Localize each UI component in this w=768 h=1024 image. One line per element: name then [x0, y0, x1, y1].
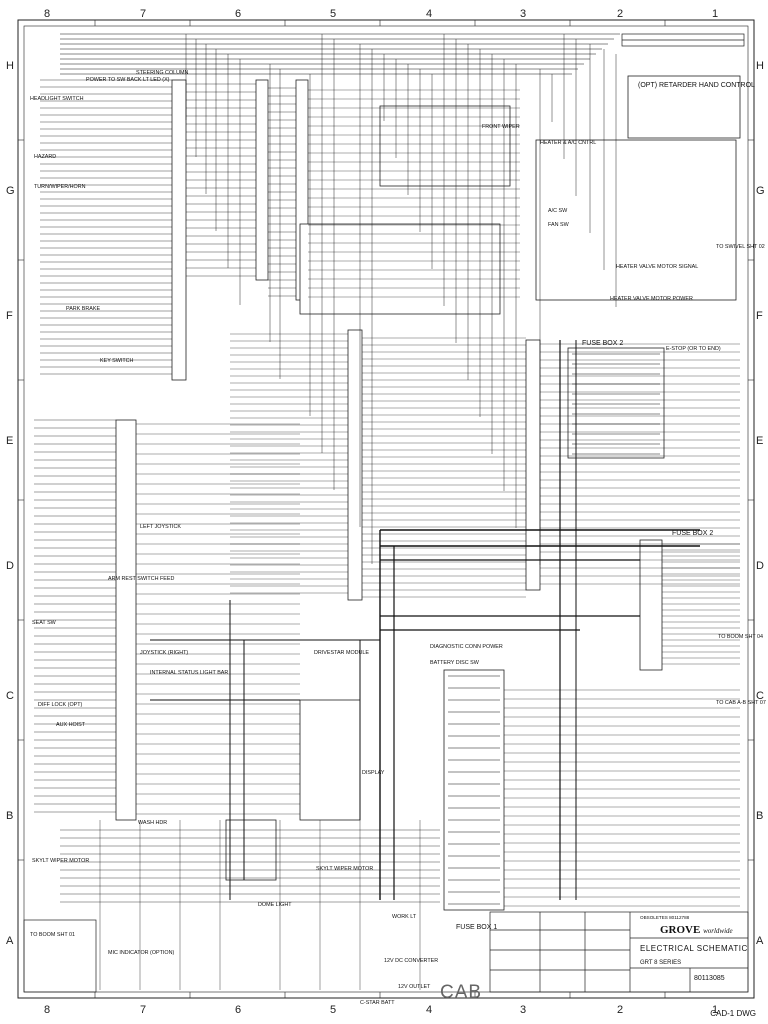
zone-col-8: 8: [44, 8, 51, 20]
label-diff-lock: DIFF LOCK (OPT): [38, 702, 83, 708]
zone-col-4-bottom: 4: [426, 1004, 433, 1016]
label-heater-valve-power: HEATER VALVE MOTOR POWER: [610, 296, 693, 302]
label-display: DISPLAY: [362, 770, 385, 776]
zone-ticks: [18, 20, 754, 998]
zone-row-f: F: [6, 310, 13, 322]
connector-strips: [115, 75, 741, 911]
label-fuse-box-2-upper: FUSE BOX 2: [582, 340, 624, 347]
label-fuse-box-2-lower: FUSE BOX 2: [672, 530, 714, 537]
zone-row-g: G: [6, 185, 15, 197]
cab-area-mark: CAB: [440, 982, 483, 1003]
zone-row-h-right: H: [756, 60, 764, 72]
label-steering-column: STEERING COLUMN: [136, 70, 189, 76]
drawing-frame: [17, 19, 755, 999]
label-left-joystick: LEFT JOYSTICK: [140, 524, 181, 530]
drawing-subtitle: GRT 8 SERIES: [640, 960, 682, 966]
label-power-backlight: POWER TO SW BACK LT LED (X): [86, 77, 170, 83]
label-diagnostic-conn: DIAGNOSTIC CONN POWER: [430, 644, 503, 650]
label-joystick-right: JOYSTICK (RIGHT): [140, 650, 189, 656]
label-mic-indicator: MIC INDICATOR (OPTION): [108, 950, 175, 956]
zone-row-d-right: D: [756, 560, 764, 572]
label-12v-outlet: 12V OUTLET: [398, 984, 431, 990]
zone-col-3-bottom: 3: [520, 1004, 527, 1016]
zone-row-c: C: [6, 690, 14, 702]
zone-row-g-right: G: [756, 185, 765, 197]
label-headlight-switch: HEADLIGHT SWITCH: [30, 96, 84, 102]
title-block: [23, 33, 749, 993]
wiring-lines: [34, 33, 740, 990]
zone-row-e-right: E: [756, 435, 764, 447]
label-ac-switch: A/C SW: [548, 208, 568, 214]
zone-col-5: 5: [330, 8, 337, 20]
zone-col-4: 4: [426, 8, 433, 20]
label-rear-wiper-motor: SKYLT WIPER MOTOR: [32, 858, 90, 864]
label-estop: E-STOP (OR TO END): [666, 346, 721, 352]
zone-row-c-right: C: [756, 690, 764, 702]
label-wash-hdr: WASH HDR: [138, 820, 168, 826]
label-aux-hoist: AUX HOIST: [56, 722, 86, 728]
label-to-cab-ab: TO CAB A-B SHT 07: [716, 700, 766, 706]
label-internal-light-bar: INTERNAL STATUS LIGHT BAR: [150, 670, 229, 676]
zone-row-b: B: [6, 810, 14, 822]
label-park-brake: PARK BRAKE: [66, 306, 101, 312]
zone-col-2: 2: [617, 8, 624, 20]
zone-col-6: 6: [235, 8, 242, 20]
zone-row-a: A: [6, 935, 14, 947]
label-skylight-wiper-motor: SKYLT WIPER MOTOR: [316, 866, 374, 872]
label-work-light: WORK LT: [392, 914, 417, 920]
label-hazard: HAZARD: [34, 154, 57, 160]
label-heater-valve-signal: HEATER VALVE MOTOR SIGNAL: [616, 264, 699, 270]
zone-col-6-bottom: 6: [235, 1004, 242, 1016]
label-to-boom-sht01: TO BOOM SHT 01: [30, 932, 76, 938]
zone-col-3: 3: [520, 8, 527, 20]
drawing-title: ELECTRICAL SCHEMATIC: [640, 944, 748, 953]
zone-row-h: H: [6, 60, 14, 72]
zone-col-7-bottom: 7: [140, 1004, 147, 1016]
label-retarder-hand-control: (OPT) RETARDER HAND CONTROL: [638, 82, 755, 89]
zone-col-5-bottom: 5: [330, 1004, 337, 1016]
zone-row-d: D: [6, 560, 14, 572]
label-to-swivel: TO SWIVEL SHT 02: [716, 244, 765, 250]
obsoletes-note: OBSOLETES 80112788: [640, 915, 690, 920]
zone-col-2-bottom: 2: [617, 1004, 624, 1016]
zone-col-8-bottom: 8: [44, 1004, 51, 1016]
label-fan-switch: FAN SW: [548, 222, 569, 228]
zone-row-e: E: [6, 435, 14, 447]
label-seat-switch: SEAT SW: [32, 620, 56, 626]
label-to-boom: TO BOOM SHT 04: [718, 634, 764, 640]
company-logo: GROVE worldwide: [660, 924, 733, 936]
label-12v-converter: 12V DC CONVERTER: [384, 958, 439, 964]
zone-col-1-bottom: 1: [712, 1004, 719, 1016]
label-fuse-box-1: FUSE BOX 1: [456, 924, 498, 931]
label-key-switch: KEY SWITCH: [100, 358, 134, 364]
label-armrest-switch: ARM REST SWITCH FEED: [108, 576, 175, 582]
zone-row-f-right: F: [756, 310, 763, 322]
sheet-reference: CAD-1 DWG: [710, 1009, 756, 1018]
label-battery-disc: BATTERY DISC SW: [430, 660, 479, 666]
label-turn-wiper-horn: TURN/WIPER/HORN: [34, 184, 86, 190]
zone-row-b-right: B: [756, 810, 764, 822]
label-front-wiper: FRONT WIPER: [482, 124, 520, 130]
label-heater-ac-control: HEATER & A/C CNTRL: [540, 140, 597, 146]
label-cstar-batt: C-STAR BATT: [360, 1000, 395, 1006]
zone-col-1: 1: [712, 8, 719, 20]
label-drivestar-module: DRIVESTAR MODULE: [314, 650, 370, 656]
zone-row-a-right: A: [756, 935, 764, 947]
drawing-number: 80113085: [694, 975, 725, 982]
zone-col-7: 7: [140, 8, 147, 20]
label-dome-light: DOME LIGHT: [258, 902, 292, 908]
